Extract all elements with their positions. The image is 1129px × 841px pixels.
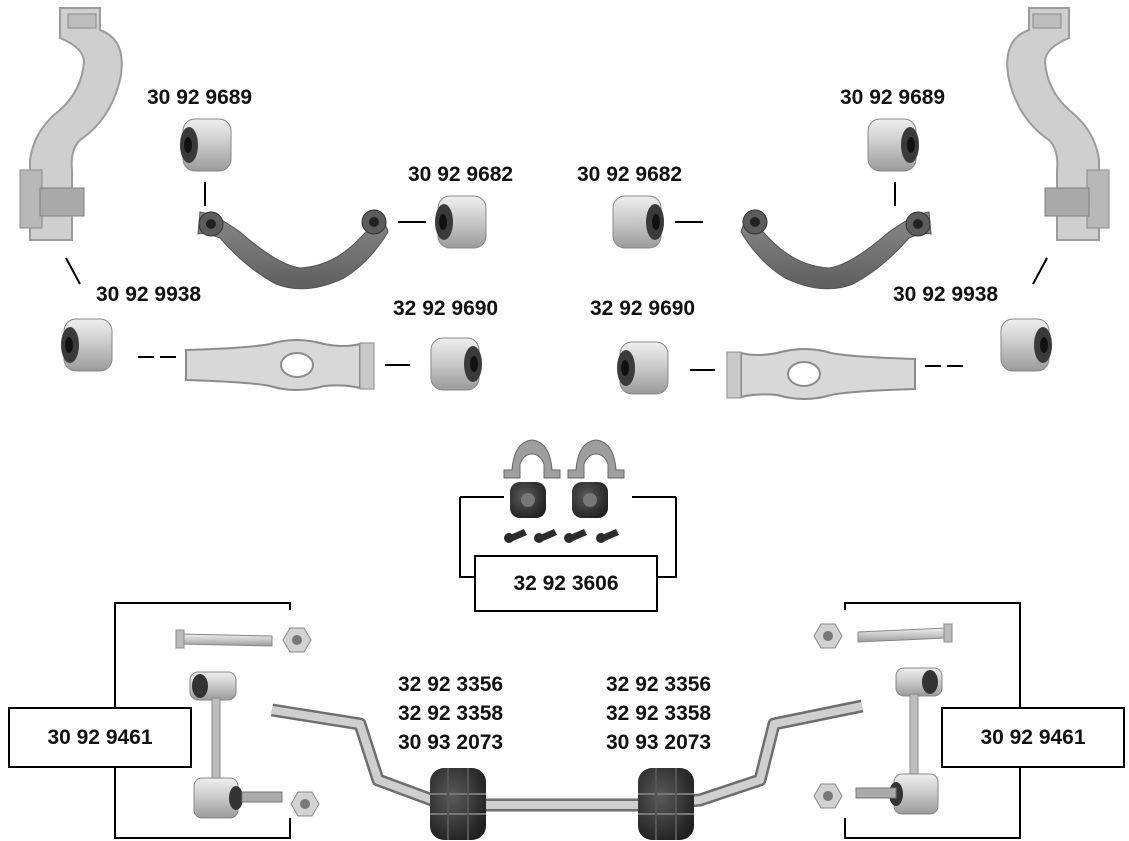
label-trailing-bushing-left: 32 92 9690: [393, 297, 498, 321]
trailing-bushing-left[interactable]: [431, 338, 482, 390]
part-number: 32 92 3356: [606, 670, 711, 699]
end-link-left-hardware: [176, 628, 319, 818]
kit-bolts: [504, 529, 619, 543]
trailing-bushing-right[interactable]: [617, 342, 668, 394]
label-upper-bushing-right: 30 92 9689: [840, 86, 945, 110]
label-large-bushing-left: 30 92 9938: [96, 283, 201, 307]
left-wheel-carrier: [20, 8, 122, 240]
sway-bar-bushing-left[interactable]: [430, 768, 486, 840]
label-control-arm-bushing-right: 30 92 9682: [577, 163, 682, 187]
part-number: 32 92 3356: [398, 670, 503, 699]
lower-link-left: [186, 340, 374, 390]
upper-bushing-left[interactable]: [180, 119, 231, 171]
sway-bar-bushing-right[interactable]: [638, 768, 694, 840]
bracket-right: [568, 440, 624, 478]
upper-control-arm-left: [198, 210, 388, 289]
label-upper-bushing-left: 30 92 9689: [147, 86, 252, 110]
part-number: 30 93 2073: [398, 728, 503, 757]
end-link-left-box[interactable]: 30 92 9461: [8, 707, 192, 768]
upper-control-arm-right: [741, 210, 931, 289]
label-large-bushing-right: 30 92 9938: [893, 283, 998, 307]
control-arm-bushing-left[interactable]: [435, 196, 486, 248]
part-number: 30 93 2073: [606, 728, 711, 757]
sway-bar: [272, 706, 862, 805]
label-control-arm-bushing-left: 30 92 9682: [408, 163, 513, 187]
right-wheel-carrier: [1007, 8, 1109, 240]
upper-bushing-right[interactable]: [868, 119, 919, 171]
part-number: 32 92 3358: [398, 699, 503, 728]
control-arm-bushing-right[interactable]: [613, 196, 664, 248]
part-number: 32 92 3358: [606, 699, 711, 728]
end-link-right-box[interactable]: 30 92 9461: [941, 707, 1125, 768]
kit-bushing-right: [572, 482, 608, 518]
lower-link-right: [727, 349, 915, 399]
sway-bar-bushings-left-list: 32 92 3356 32 92 3358 30 93 2073: [398, 670, 503, 757]
end-link-right-hardware: [814, 624, 952, 814]
sway-bar-bushings-right-list: 32 92 3356 32 92 3358 30 93 2073: [606, 670, 711, 757]
label-trailing-bushing-right: 32 92 9690: [590, 297, 695, 321]
large-bushing-right[interactable]: [1001, 319, 1052, 371]
stabilizer-kit-box[interactable]: 32 92 3606: [474, 555, 658, 612]
bracket-left: [504, 440, 560, 478]
kit-bushing-left: [510, 482, 546, 518]
large-bushing-left[interactable]: [61, 319, 112, 371]
